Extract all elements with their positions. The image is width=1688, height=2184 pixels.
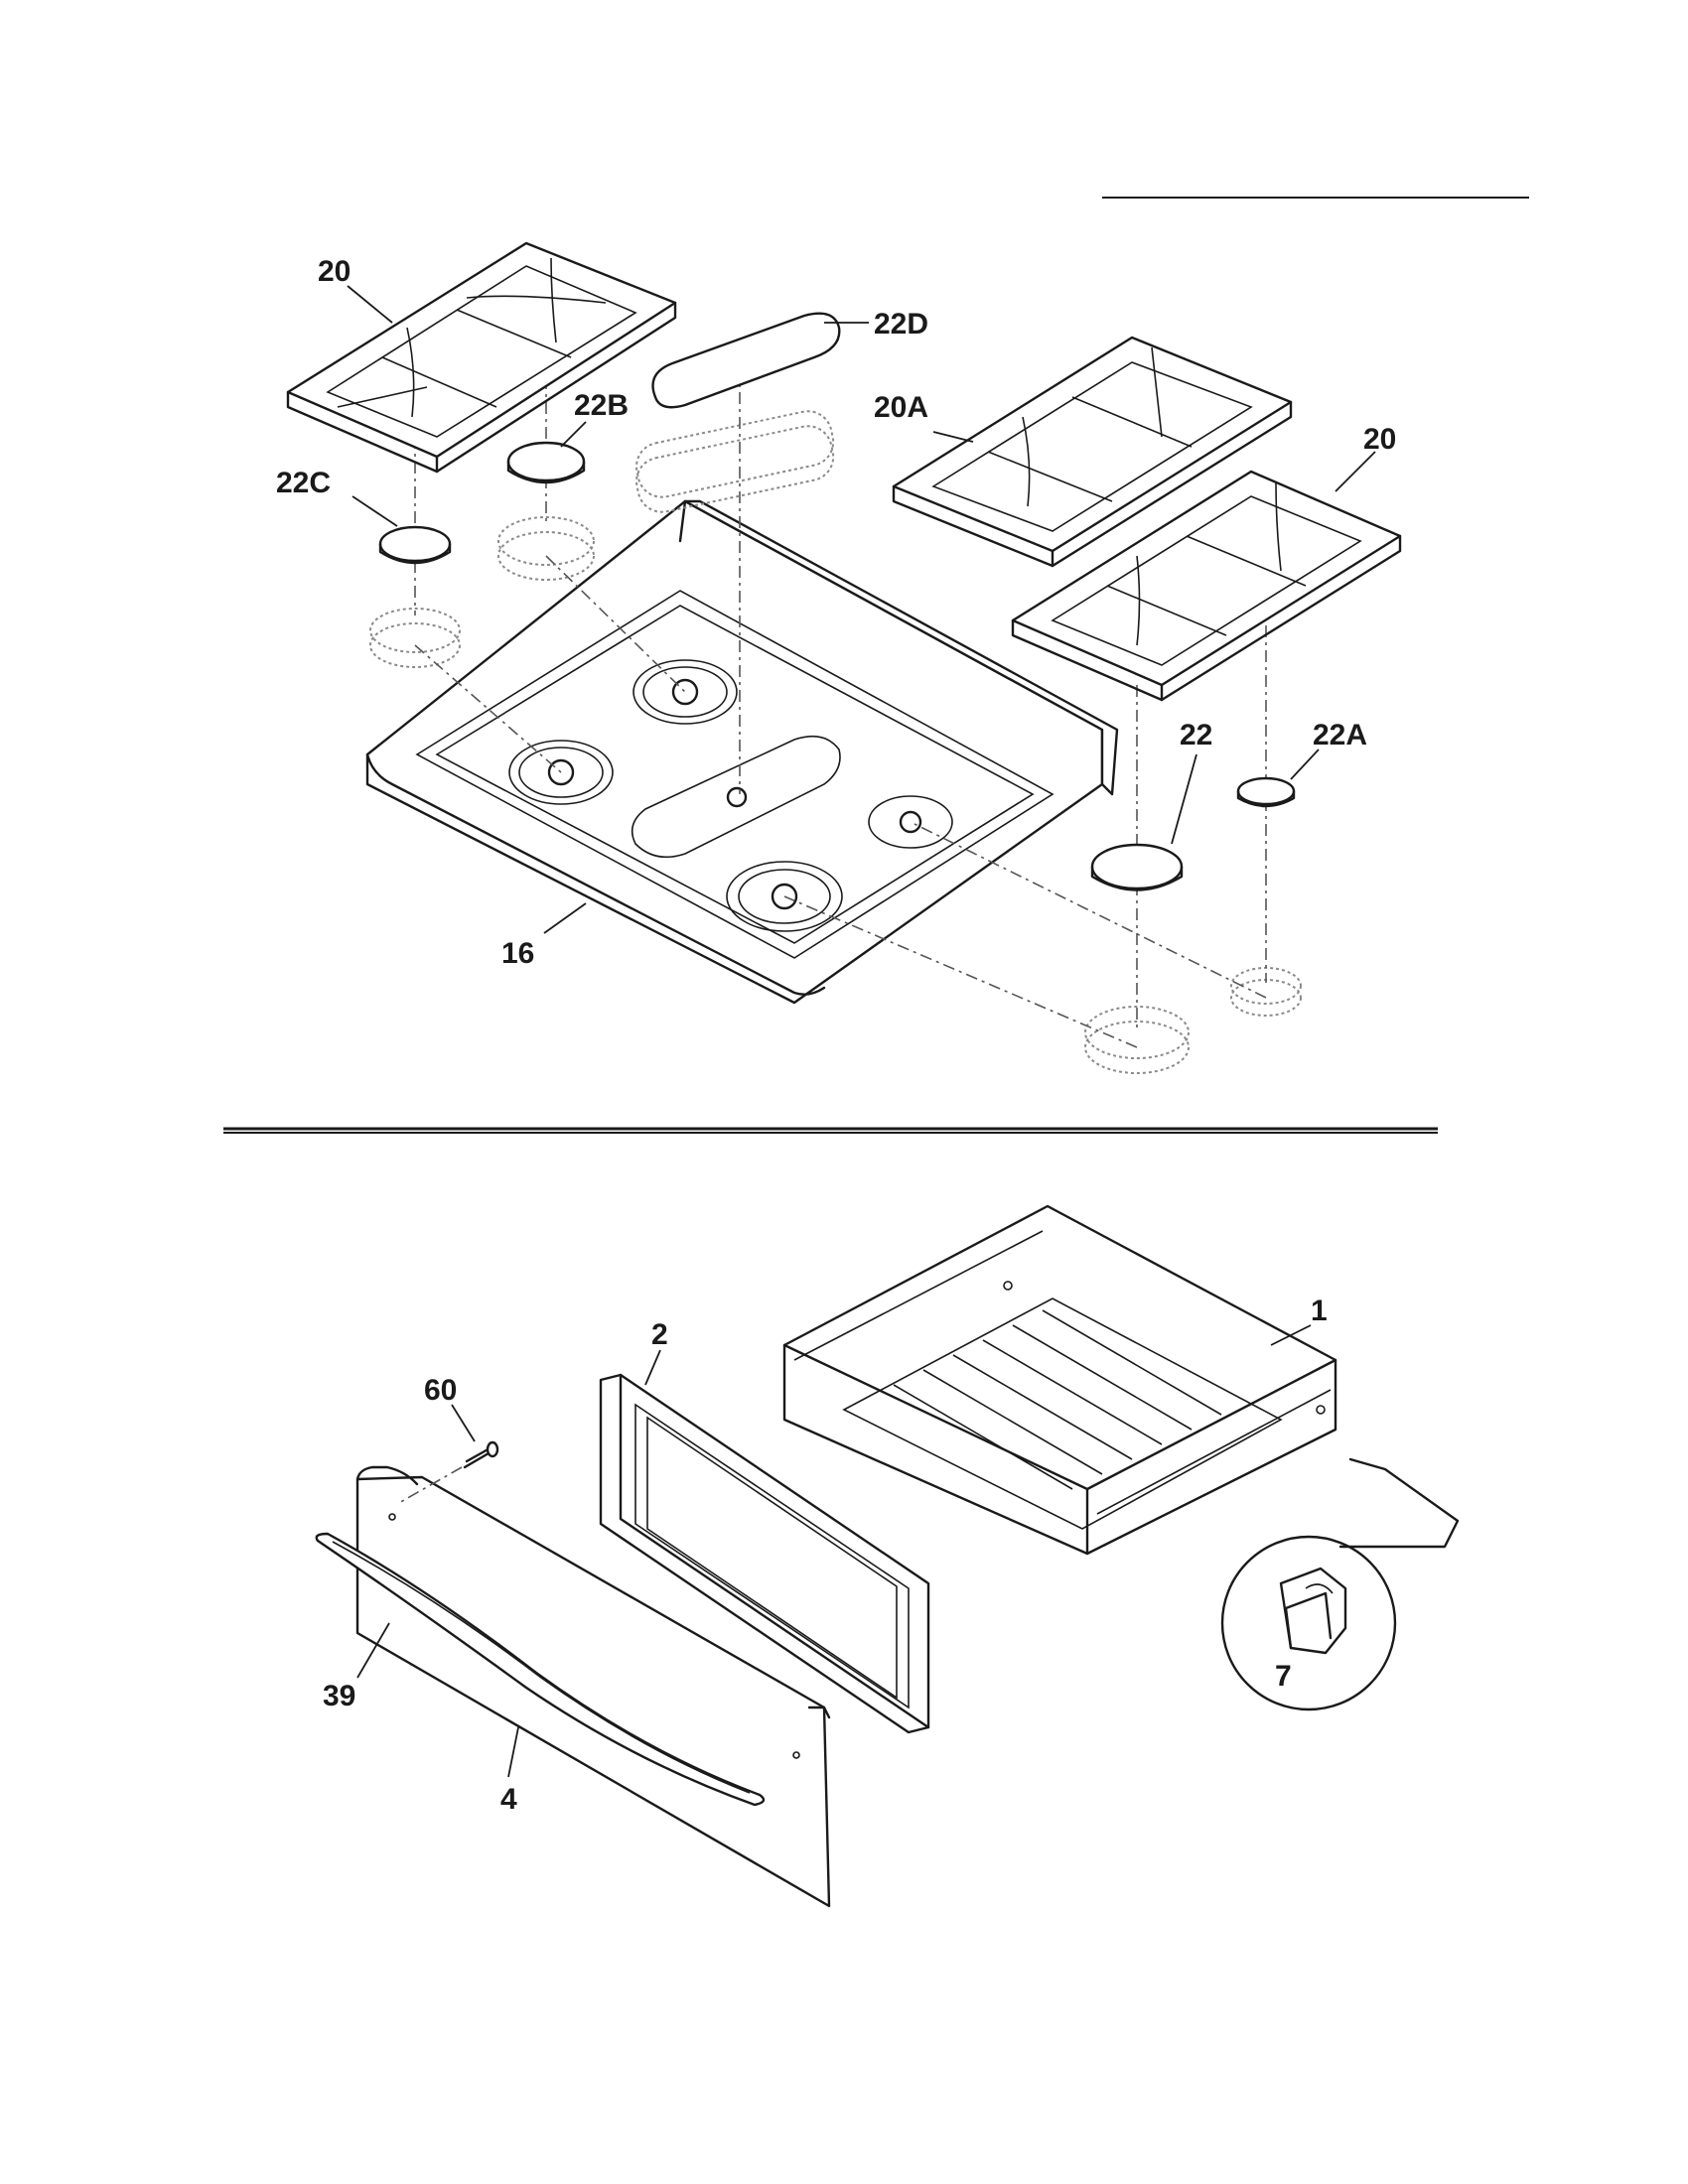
label-2: 2 [651, 1318, 668, 1351]
top-leaders [347, 285, 1376, 934]
label-7: 7 [1275, 1660, 1292, 1693]
label-20-left: 20 [318, 255, 351, 288]
drawer-liner-2 [599, 1373, 930, 1734]
bottom-leaders [356, 1324, 1312, 1778]
drawer-panel-4 [355, 1465, 831, 1908]
label-20-right: 20 [1363, 423, 1396, 456]
alignment-lines [414, 328, 1267, 1048]
screw-60 [396, 1440, 499, 1505]
cooktop-16 [365, 499, 1119, 1005]
label-1: 1 [1311, 1295, 1328, 1327]
clip-detail-7 [1220, 1457, 1460, 1711]
label-60: 60 [424, 1374, 457, 1407]
grate-left [286, 241, 677, 474]
grate-right [1011, 470, 1402, 702]
grate-center [892, 336, 1293, 568]
label-39: 39 [323, 1680, 355, 1712]
label-22b: 22B [574, 389, 629, 422]
label-22d: 22D [874, 308, 928, 341]
label-16: 16 [501, 937, 534, 970]
drawer-handle-39 [315, 1532, 766, 1807]
label-22a: 22A [1313, 719, 1367, 751]
label-22: 22 [1180, 719, 1212, 751]
label-20a: 20A [874, 391, 928, 424]
burner-head-ghosts [369, 410, 1302, 1074]
drawer-body-1 [782, 1204, 1337, 1556]
burner-caps [378, 312, 1296, 891]
label-22c: 22C [276, 467, 331, 499]
label-4: 4 [500, 1783, 517, 1816]
section-divider [223, 1127, 1438, 1134]
